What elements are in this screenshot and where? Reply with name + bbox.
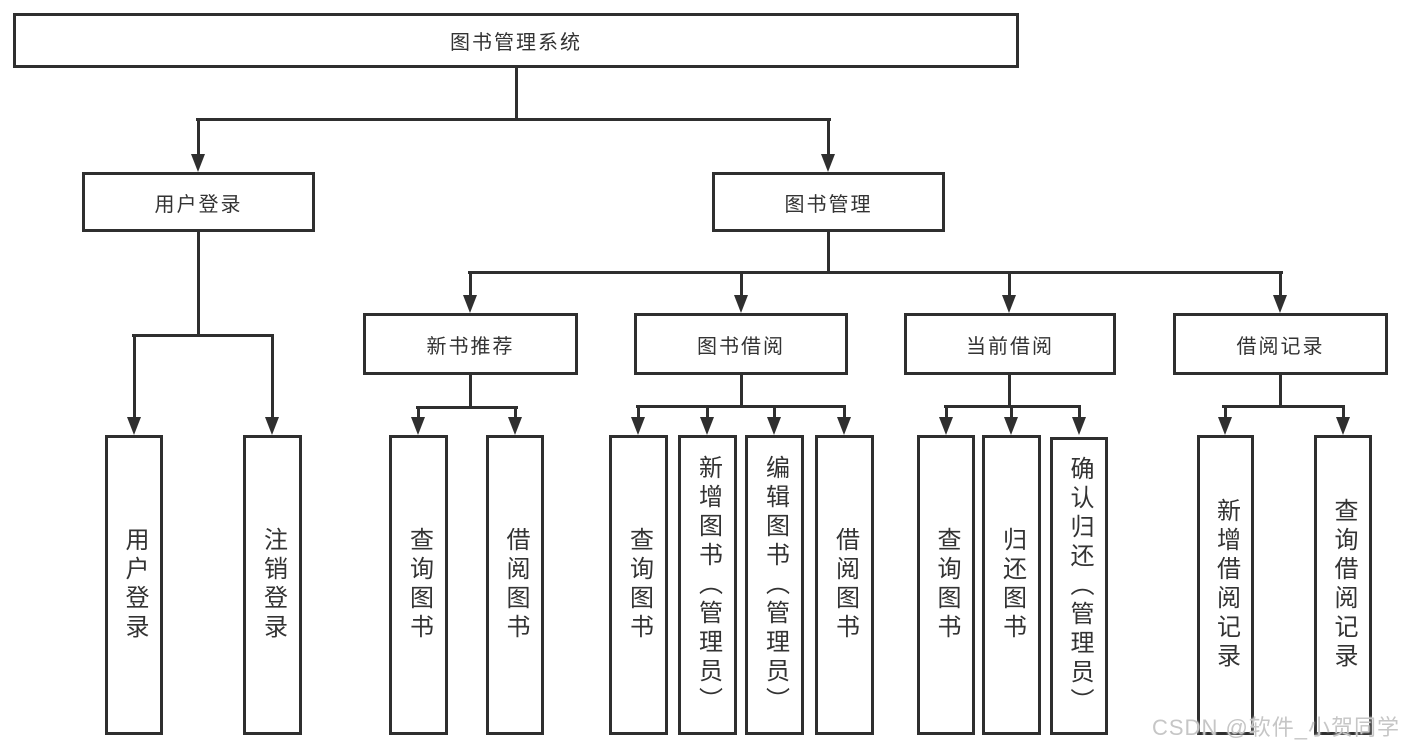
leaf-query-borrow-record: 查询借阅记录 bbox=[1314, 435, 1372, 735]
connector-line bbox=[1222, 405, 1345, 408]
node-user-login: 用户登录 bbox=[82, 172, 315, 232]
arrowhead-down-icon bbox=[1273, 295, 1287, 313]
connector-line bbox=[468, 271, 1283, 274]
arrowhead-down-icon bbox=[700, 417, 714, 435]
arrowhead-down-icon bbox=[1072, 417, 1086, 435]
connector-line bbox=[740, 271, 743, 296]
node-book-borrow: 图书借阅 bbox=[634, 313, 848, 375]
arrowhead-down-icon bbox=[939, 417, 953, 435]
leaf-add-book-admin: 新增图书（管理员） bbox=[678, 435, 737, 735]
connector-line bbox=[827, 118, 830, 155]
leaf-query-book-borrowmod: 查询图书 bbox=[609, 435, 668, 735]
leaf-query-book-recommend: 查询图书 bbox=[389, 435, 448, 735]
leaf-user-login: 用户登录 bbox=[105, 435, 163, 735]
connector-line bbox=[1279, 271, 1282, 296]
arrowhead-down-icon bbox=[191, 154, 205, 172]
connector-line bbox=[196, 118, 831, 121]
leaf-label: 注销登录 bbox=[259, 527, 287, 643]
leaf-return-book: 归还图书 bbox=[982, 435, 1041, 735]
arrowhead-down-icon bbox=[837, 417, 851, 435]
connector-line bbox=[271, 334, 274, 418]
node-root: 图书管理系统 bbox=[13, 13, 1019, 68]
connector-line bbox=[1008, 271, 1011, 296]
connector-line bbox=[197, 118, 200, 155]
connector-line bbox=[133, 334, 136, 418]
connector-line bbox=[197, 232, 200, 337]
node-current-borrow: 当前借阅 bbox=[904, 313, 1116, 375]
arrowhead-down-icon bbox=[508, 417, 522, 435]
connector-line bbox=[945, 405, 948, 418]
connector-line bbox=[132, 334, 274, 337]
leaf-edit-book-admin: 编辑图书（管理员） bbox=[745, 435, 804, 735]
connector-line bbox=[1078, 405, 1081, 418]
arrowhead-down-icon bbox=[767, 417, 781, 435]
csdn-watermark: CSDN @软件_小贺同学 bbox=[1152, 715, 1401, 740]
connector-line bbox=[469, 271, 472, 296]
connector-line bbox=[417, 406, 420, 418]
leaf-label: 借阅图书 bbox=[831, 527, 859, 643]
leaf-label: 编辑图书（管理员） bbox=[761, 454, 789, 716]
arrowhead-down-icon bbox=[1218, 417, 1232, 435]
leaf-confirm-return-admin: 确认归还（管理员） bbox=[1050, 437, 1108, 735]
leaf-label: 查询图书 bbox=[933, 527, 960, 643]
arrowhead-down-icon bbox=[127, 417, 141, 435]
connector-line bbox=[706, 405, 709, 418]
leaf-label: 新增借阅记录 bbox=[1212, 498, 1240, 672]
leaf-label: 查询借阅记录 bbox=[1330, 498, 1357, 672]
leaf-query-book-current: 查询图书 bbox=[917, 435, 975, 735]
node-borrow-record: 借阅记录 bbox=[1173, 313, 1388, 375]
arrowhead-down-icon bbox=[734, 295, 748, 313]
arrowhead-down-icon bbox=[1004, 417, 1018, 435]
connector-line bbox=[515, 68, 518, 121]
arrowhead-down-icon bbox=[1336, 417, 1350, 435]
leaf-label: 查询图书 bbox=[405, 527, 433, 643]
connector-line bbox=[1342, 405, 1345, 418]
leaf-label: 查询图书 bbox=[625, 527, 653, 643]
leaf-label: 归还图书 bbox=[998, 527, 1026, 643]
connector-line bbox=[514, 406, 517, 418]
connector-line bbox=[827, 232, 830, 274]
connector-line bbox=[1279, 375, 1282, 408]
node-book-management: 图书管理 bbox=[712, 172, 945, 232]
leaf-logout: 注销登录 bbox=[243, 435, 302, 735]
connector-line bbox=[773, 405, 776, 418]
connector-line bbox=[1010, 405, 1013, 418]
connector-line bbox=[740, 375, 743, 408]
leaf-label: 借阅图书 bbox=[502, 527, 529, 643]
connector-line bbox=[637, 405, 640, 418]
arrowhead-down-icon bbox=[411, 417, 425, 435]
connector-line bbox=[1224, 405, 1227, 418]
arrowhead-down-icon bbox=[463, 295, 477, 313]
node-new-book-recommend: 新书推荐 bbox=[363, 313, 578, 375]
connector-line bbox=[416, 406, 518, 409]
leaf-label: 确认归还（管理员） bbox=[1066, 455, 1093, 717]
arrowhead-down-icon bbox=[1002, 295, 1016, 313]
leaf-label: 用户登录 bbox=[121, 527, 148, 643]
leaf-add-borrow-record: 新增借阅记录 bbox=[1197, 435, 1254, 735]
connector-line bbox=[843, 405, 846, 418]
arrowhead-down-icon bbox=[265, 417, 279, 435]
leaf-borrow-book-recommend: 借阅图书 bbox=[486, 435, 544, 735]
connector-line bbox=[1008, 375, 1011, 408]
leaf-label: 新增图书（管理员） bbox=[694, 454, 722, 716]
leaf-borrow-book: 借阅图书 bbox=[815, 435, 874, 735]
connector-line bbox=[469, 375, 472, 409]
connector-line bbox=[636, 405, 846, 408]
arrowhead-down-icon bbox=[821, 154, 835, 172]
arrowhead-down-icon bbox=[631, 417, 645, 435]
